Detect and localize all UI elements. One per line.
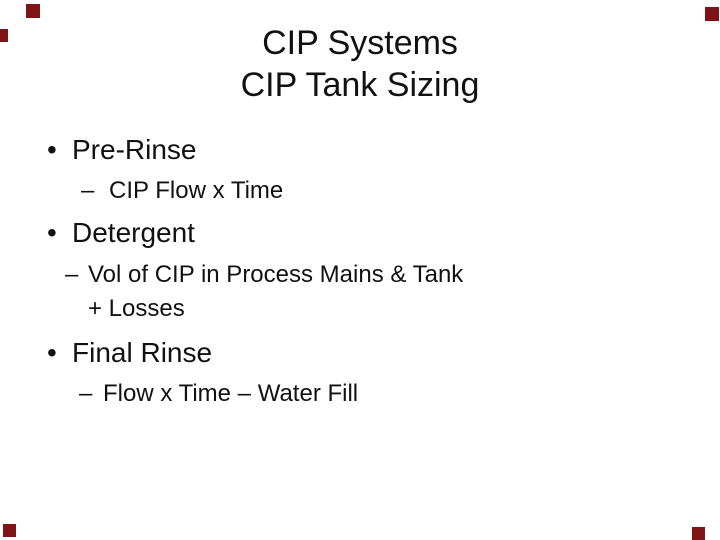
sub-bullet-text: Flow x Time – Water Fill: [103, 380, 359, 407]
sub-bullet-text: Vol of CIP in Process Mains & Tank + Los…: [88, 261, 464, 322]
decor-square-left-edge: [0, 29, 8, 42]
bullet-item-pre-rinse: • Pre-Rinse: [47, 132, 196, 168]
slide-title: CIP Systems CIP Tank Sizing: [0, 22, 720, 106]
bullet-marker: •: [47, 134, 57, 165]
decor-square-bottom-right: [692, 527, 705, 540]
bullet-item-final-rinse: • Final Rinse: [47, 335, 212, 371]
bullet-item-detergent: • Detergent: [47, 215, 195, 251]
bullet-marker: •: [47, 217, 57, 248]
dash-marker: –: [65, 261, 79, 288]
bullet-text: Pre-Rinse: [72, 134, 197, 165]
sub-bullet-flow-time-water-fill: – Flow x Time – Water Fill: [79, 377, 358, 411]
decor-square-top-right: [705, 7, 719, 21]
bullet-text: Detergent: [72, 217, 195, 248]
decor-square-bottom-left: [3, 524, 16, 537]
sub-bullet-cip-flow-time: – CIP Flow x Time: [81, 174, 283, 208]
dash-marker: –: [81, 177, 95, 204]
sub-bullet-vol-of-cip: – Vol of CIP in Process Mains & Tank + L…: [65, 258, 463, 326]
decor-square-top-left: [26, 4, 40, 18]
slide-title-line-1: CIP Systems: [262, 24, 458, 62]
sub-bullet-text: CIP Flow x Time: [109, 177, 284, 204]
slide-title-line-2: CIP Tank Sizing: [240, 66, 480, 104]
dash-marker: –: [79, 380, 93, 407]
bullet-text: Final Rinse: [72, 337, 213, 368]
bullet-marker: •: [47, 337, 57, 368]
